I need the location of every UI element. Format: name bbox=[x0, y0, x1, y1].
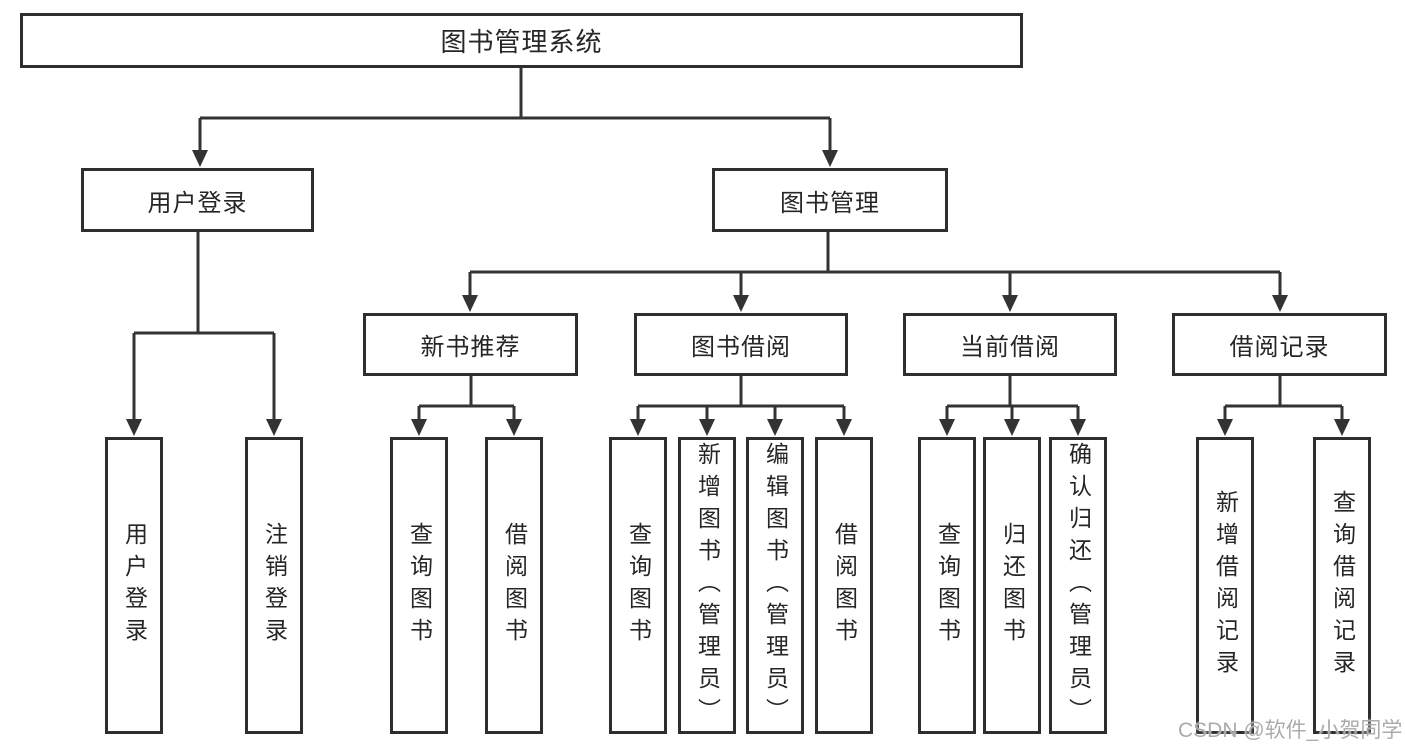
node-user-login-label: 用户登录 bbox=[147, 189, 248, 217]
node-library-system-label: 图书管理系统 bbox=[440, 27, 603, 57]
node-query-books-2-label: 查询图书 bbox=[625, 521, 652, 650]
arrowhead-borrowing-records bbox=[1272, 295, 1288, 312]
arrowhead-book-management bbox=[822, 150, 838, 167]
node-edit-book-admin-label: 编辑图书（管理员） bbox=[762, 441, 789, 730]
node-book-borrowing: 图书借阅 bbox=[634, 313, 848, 376]
node-query-books-1-label: 查询图书 bbox=[406, 521, 433, 650]
node-query-books-1: 查询图书 bbox=[390, 437, 448, 734]
arrowhead-current-borrowing bbox=[1002, 295, 1018, 312]
node-library-system: 图书管理系统 bbox=[20, 13, 1023, 68]
node-add-book-admin: 新增图书（管理员） bbox=[678, 437, 736, 734]
arrowhead-user-login bbox=[192, 150, 208, 167]
node-borrow-books-1-label: 借阅图书 bbox=[501, 521, 528, 650]
node-add-borrow-record-label: 新增借阅记录 bbox=[1212, 489, 1239, 682]
node-return-books: 归还图书 bbox=[983, 437, 1041, 734]
node-user-login: 用户登录 bbox=[81, 168, 314, 232]
node-return-books-label: 归还图书 bbox=[999, 521, 1026, 650]
arrowhead-query-books-1 bbox=[411, 419, 427, 436]
arrowhead-query-books-2 bbox=[630, 419, 646, 436]
node-logout-label: 注销登录 bbox=[261, 521, 288, 650]
arrowhead-query-borrow-record bbox=[1334, 419, 1350, 436]
node-book-borrowing-label: 图书借阅 bbox=[691, 334, 791, 361]
node-borrow-books-2-label: 借阅图书 bbox=[831, 521, 858, 650]
node-borrow-books-1: 借阅图书 bbox=[485, 437, 543, 734]
node-borrowing-records: 借阅记录 bbox=[1172, 313, 1387, 376]
arrowhead-return-books bbox=[1004, 419, 1020, 436]
node-user-login-leaf: 用户登录 bbox=[105, 437, 163, 734]
node-add-book-admin-label: 新增图书（管理员） bbox=[694, 441, 721, 730]
node-query-books-2: 查询图书 bbox=[609, 437, 667, 734]
arrowhead-logout bbox=[266, 419, 282, 436]
node-new-book-recommendation: 新书推荐 bbox=[363, 313, 578, 376]
node-borrowing-records-label: 借阅记录 bbox=[1229, 334, 1330, 361]
connector-lines bbox=[132, 67, 1344, 421]
arrowhead-borrow-books-2 bbox=[836, 419, 852, 436]
arrowhead-user-login-leaf bbox=[126, 419, 142, 436]
node-query-books-3: 查询图书 bbox=[918, 437, 976, 734]
arrowhead-new-book-recommendation bbox=[462, 295, 478, 312]
node-book-management: 图书管理 bbox=[712, 168, 948, 232]
node-logout: 注销登录 bbox=[245, 437, 303, 734]
node-user-login-leaf-label: 用户登录 bbox=[121, 521, 148, 650]
node-query-borrow-record: 查询借阅记录 bbox=[1313, 437, 1371, 734]
watermark-text: CSDN @软件_小贺同学 bbox=[1178, 719, 1403, 742]
node-book-management-label: 图书管理 bbox=[780, 189, 880, 217]
node-current-borrowing: 当前借阅 bbox=[903, 313, 1117, 376]
arrowhead-add-borrow-record bbox=[1217, 419, 1233, 436]
arrowhead-borrow-books-1 bbox=[506, 419, 522, 436]
arrowhead-edit-book bbox=[767, 419, 783, 436]
node-edit-book-admin: 编辑图书（管理员） bbox=[746, 437, 804, 734]
arrowhead-add-book bbox=[699, 419, 715, 436]
arrowhead-query-books-3 bbox=[939, 419, 955, 436]
node-confirm-return-admin: 确认归还（管理员） bbox=[1049, 437, 1107, 734]
node-add-borrow-record: 新增借阅记录 bbox=[1196, 437, 1254, 734]
arrowhead-confirm-return bbox=[1070, 419, 1086, 436]
node-new-book-recommendation-label: 新书推荐 bbox=[420, 334, 521, 361]
arrowhead-book-borrowing bbox=[733, 295, 749, 312]
node-borrow-books-2: 借阅图书 bbox=[815, 437, 873, 734]
node-current-borrowing-label: 当前借阅 bbox=[960, 334, 1060, 361]
node-query-borrow-record-label: 查询借阅记录 bbox=[1329, 489, 1356, 682]
node-confirm-return-admin-label: 确认归还（管理员） bbox=[1065, 441, 1092, 730]
node-query-books-3-label: 查询图书 bbox=[934, 521, 961, 650]
